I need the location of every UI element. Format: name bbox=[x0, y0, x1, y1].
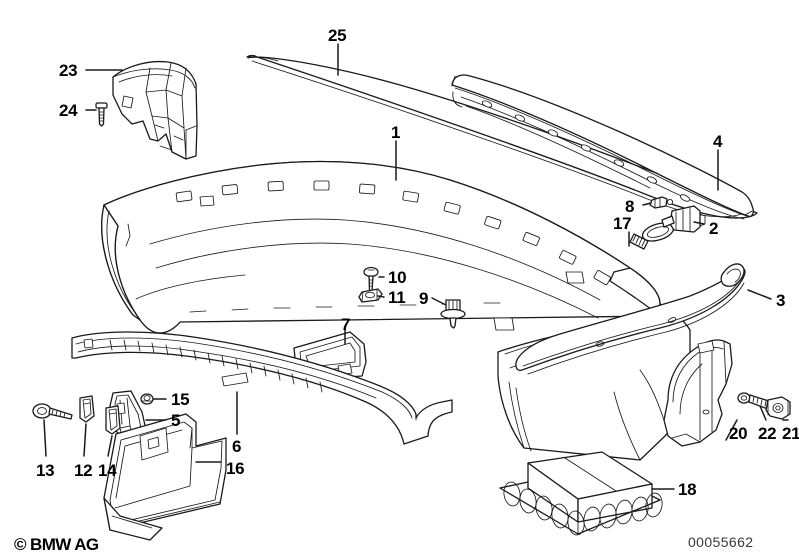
callout-2: 2 bbox=[709, 219, 719, 238]
callout-16: 16 bbox=[226, 459, 245, 478]
part-9-expanding-rivet bbox=[440, 299, 466, 329]
callout-7: 7 bbox=[341, 315, 351, 334]
callout-1: 1 bbox=[391, 123, 401, 142]
copyright-notice: © BMW AG bbox=[14, 535, 99, 554]
callout-8: 8 bbox=[625, 197, 635, 216]
callout-3: 3 bbox=[776, 291, 786, 310]
callout-13: 13 bbox=[36, 461, 55, 480]
part-24-screw bbox=[95, 102, 108, 127]
part-16-impact-absorber-panel bbox=[103, 413, 227, 541]
part-8-clip bbox=[649, 196, 674, 209]
part-20-wheel-arch-cover bbox=[663, 339, 733, 447]
part-2-bracket bbox=[661, 205, 706, 233]
part-21-nut bbox=[765, 396, 791, 420]
callout-24: 24 bbox=[59, 101, 78, 120]
callout-10: 10 bbox=[388, 268, 407, 287]
callout-17: 17 bbox=[613, 214, 632, 233]
callout-12: 12 bbox=[74, 461, 93, 480]
callout-5: 5 bbox=[171, 411, 181, 430]
callout-22: 22 bbox=[758, 424, 777, 443]
callout-25: 25 bbox=[328, 26, 347, 45]
callout-18: 18 bbox=[678, 480, 697, 499]
callout-4: 4 bbox=[713, 132, 723, 151]
part-17-expanding-nut bbox=[629, 222, 675, 250]
part-6-bumper-reinforcement bbox=[71, 331, 453, 445]
part-12-clip bbox=[79, 395, 95, 423]
part-4-moulding-right bbox=[451, 74, 754, 220]
callout-11: 11 bbox=[388, 288, 406, 307]
leader-lines bbox=[43, 43, 789, 490]
part-23-wheel-arch-liner bbox=[112, 60, 198, 160]
callout-9: 9 bbox=[419, 289, 429, 308]
callout-15: 15 bbox=[171, 390, 190, 409]
part-13-screw bbox=[32, 403, 73, 420]
part-10-screw bbox=[363, 266, 379, 294]
part-18-foam-block bbox=[499, 451, 663, 536]
part-14-clip bbox=[105, 405, 121, 435]
part-3-side-moulding-right bbox=[515, 263, 746, 375]
callout-6: 6 bbox=[232, 437, 242, 456]
callout-23: 23 bbox=[59, 61, 78, 80]
diagram-number: 00055662 bbox=[688, 534, 754, 550]
part-11-clamp-nut bbox=[358, 288, 383, 303]
part-15-nut bbox=[140, 393, 154, 405]
callout-14: 14 bbox=[98, 461, 117, 480]
callout-20: 20 bbox=[729, 424, 748, 443]
callout-21: 21 bbox=[782, 424, 799, 443]
